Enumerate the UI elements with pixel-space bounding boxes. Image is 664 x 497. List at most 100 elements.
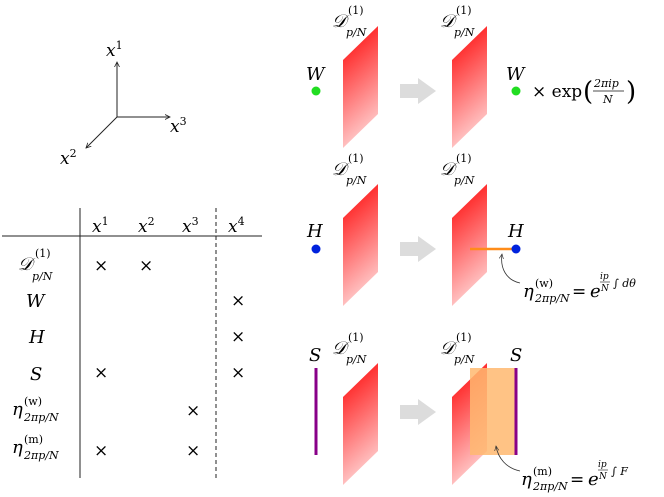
mark-W-x4: × bbox=[231, 291, 245, 311]
col-header-x4: x4 bbox=[228, 215, 245, 237]
higgs-point bbox=[511, 244, 521, 254]
col-header-x2: x2 bbox=[138, 215, 155, 237]
row-label-H: H bbox=[28, 327, 45, 348]
svg-text:(m): (m) bbox=[533, 465, 552, 478]
svg-text:(1): (1) bbox=[348, 331, 364, 344]
eta-m-formula: η (m) 2πp/N = e ip N ∫ F bbox=[521, 460, 628, 493]
svg-text:𝒟: 𝒟 bbox=[440, 338, 458, 359]
defect-plane bbox=[343, 184, 378, 306]
svg-text:p/N: p/N bbox=[346, 353, 367, 366]
svg-text:𝒟: 𝒟 bbox=[440, 159, 458, 180]
operator-label-H-left: H bbox=[306, 221, 323, 242]
mark-eta-w-x3: × bbox=[186, 401, 200, 421]
svg-text:e: e bbox=[590, 281, 601, 302]
svg-text:η: η bbox=[12, 437, 23, 458]
svg-text:η: η bbox=[523, 281, 534, 302]
eta-w-formula: η (w) 2πp/N = e ip N ∫ dθ bbox=[523, 272, 636, 305]
mark-defect-x1: × bbox=[94, 256, 108, 276]
panel-row-S: 𝒟 (1) p/N S 𝒟 (1) p/N S η (m) 2πp/N = e … bbox=[309, 331, 628, 493]
svg-text:(m): (m) bbox=[24, 433, 43, 446]
svg-text:(1): (1) bbox=[456, 4, 472, 17]
panel-row-H: 𝒟 (1) p/N H 𝒟 (1) p/N H η (w) 2πp/N = e … bbox=[306, 152, 636, 306]
magnetic-sheet bbox=[470, 368, 516, 455]
defect-label-row1-right: 𝒟 (1) p/N bbox=[440, 4, 475, 39]
operator-label-W-right: W bbox=[506, 64, 526, 85]
svg-text:2πp/N: 2πp/N bbox=[23, 449, 59, 462]
x2-axis-label: x2 bbox=[60, 147, 77, 169]
defect-label-row3-right: 𝒟 (1) p/N bbox=[440, 331, 475, 366]
svg-text:𝒟: 𝒟 bbox=[440, 11, 458, 32]
svg-text:(1): (1) bbox=[348, 152, 364, 165]
x2-axis bbox=[86, 116, 118, 148]
svg-text:2πp/N: 2πp/N bbox=[532, 480, 568, 493]
x3-axis-label: x3 bbox=[170, 115, 187, 137]
defect-label-row2-right: 𝒟 (1) p/N bbox=[440, 152, 475, 187]
col-header-x3: x3 bbox=[182, 215, 199, 237]
mark-S-x1: × bbox=[94, 363, 108, 383]
svg-text:× exp: × exp bbox=[532, 82, 582, 102]
svg-text:2πp/N: 2πp/N bbox=[534, 292, 570, 305]
svg-text:e: e bbox=[588, 469, 599, 490]
svg-text:∫ F: ∫ F bbox=[611, 465, 628, 478]
phase-factor: × exp ( 2πip N ) bbox=[532, 77, 636, 107]
transition-arrow bbox=[400, 78, 436, 104]
col-header-x1: x1 bbox=[92, 215, 109, 237]
svg-text:): ) bbox=[626, 77, 636, 107]
operator-label-S-right: S bbox=[510, 345, 522, 366]
svg-text:p/N: p/N bbox=[454, 174, 475, 187]
svg-text:2πp/N: 2πp/N bbox=[23, 411, 59, 424]
defect-plane bbox=[452, 184, 487, 306]
support-table: x1 x2 x3 x4 𝒟 (1) p/N W H S η (w) 2πp/N … bbox=[2, 208, 262, 478]
transition-arrow bbox=[400, 236, 436, 262]
svg-text:(1): (1) bbox=[456, 331, 472, 344]
svg-text:ip: ip bbox=[598, 460, 607, 470]
svg-text:p/N: p/N bbox=[454, 353, 475, 366]
svg-text:(1): (1) bbox=[456, 152, 472, 165]
svg-text:N: N bbox=[598, 472, 608, 482]
mark-defect-x2: × bbox=[139, 256, 153, 276]
defect-plane bbox=[343, 363, 378, 485]
callout-arrow bbox=[502, 254, 521, 284]
wilson-point bbox=[511, 86, 521, 96]
table-marks: × × × × × × × × × bbox=[94, 256, 245, 461]
row-label-defect: 𝒟 (1) p/N bbox=[18, 247, 53, 283]
svg-text:(: ( bbox=[583, 77, 593, 107]
svg-text:𝒟: 𝒟 bbox=[332, 11, 350, 32]
svg-text:p/N: p/N bbox=[346, 174, 367, 187]
defect-label-row2-left: 𝒟 (1) p/N bbox=[332, 152, 367, 187]
svg-text:2πip: 2πip bbox=[593, 77, 619, 90]
svg-text:p/N: p/N bbox=[32, 270, 53, 283]
mark-S-x4: × bbox=[231, 363, 245, 383]
coordinate-axes bbox=[86, 62, 170, 148]
svg-text:ip: ip bbox=[600, 272, 609, 282]
operator-label-S-left: S bbox=[309, 345, 321, 366]
row-label-eta-w: η (w) 2πp/N bbox=[12, 395, 59, 424]
panel-row-W: 𝒟 (1) p/N W 𝒟 (1) p/N W × exp ( 2πip N ) bbox=[306, 4, 636, 148]
wilson-point bbox=[311, 86, 321, 96]
svg-text:p/N: p/N bbox=[346, 26, 367, 39]
svg-text:η: η bbox=[12, 399, 23, 420]
x1-axis-label: x1 bbox=[106, 39, 123, 61]
svg-text:(w): (w) bbox=[535, 277, 553, 290]
svg-text:N: N bbox=[600, 284, 610, 294]
svg-text:=: = bbox=[572, 282, 586, 302]
mark-eta-m-x1: × bbox=[94, 441, 108, 461]
defect-label-row3-left: 𝒟 (1) p/N bbox=[332, 331, 367, 366]
defect-plane bbox=[452, 26, 487, 148]
svg-text:𝒟: 𝒟 bbox=[18, 254, 36, 275]
mark-H-x4: × bbox=[231, 327, 245, 347]
operator-label-H-right: H bbox=[507, 221, 524, 242]
svg-text:=: = bbox=[570, 470, 584, 490]
defect-plane bbox=[343, 26, 378, 148]
row-label-W: W bbox=[26, 291, 46, 312]
svg-text:𝒟: 𝒟 bbox=[332, 338, 350, 359]
svg-text:N: N bbox=[602, 93, 613, 106]
svg-text:(w): (w) bbox=[24, 395, 42, 408]
callout-arrow bbox=[496, 446, 521, 472]
transition-arrow bbox=[400, 399, 436, 425]
row-label-eta-m: η (m) 2πp/N bbox=[12, 433, 59, 462]
svg-text:η: η bbox=[521, 469, 532, 490]
higgs-point bbox=[311, 244, 321, 254]
svg-text:(1): (1) bbox=[348, 4, 364, 17]
